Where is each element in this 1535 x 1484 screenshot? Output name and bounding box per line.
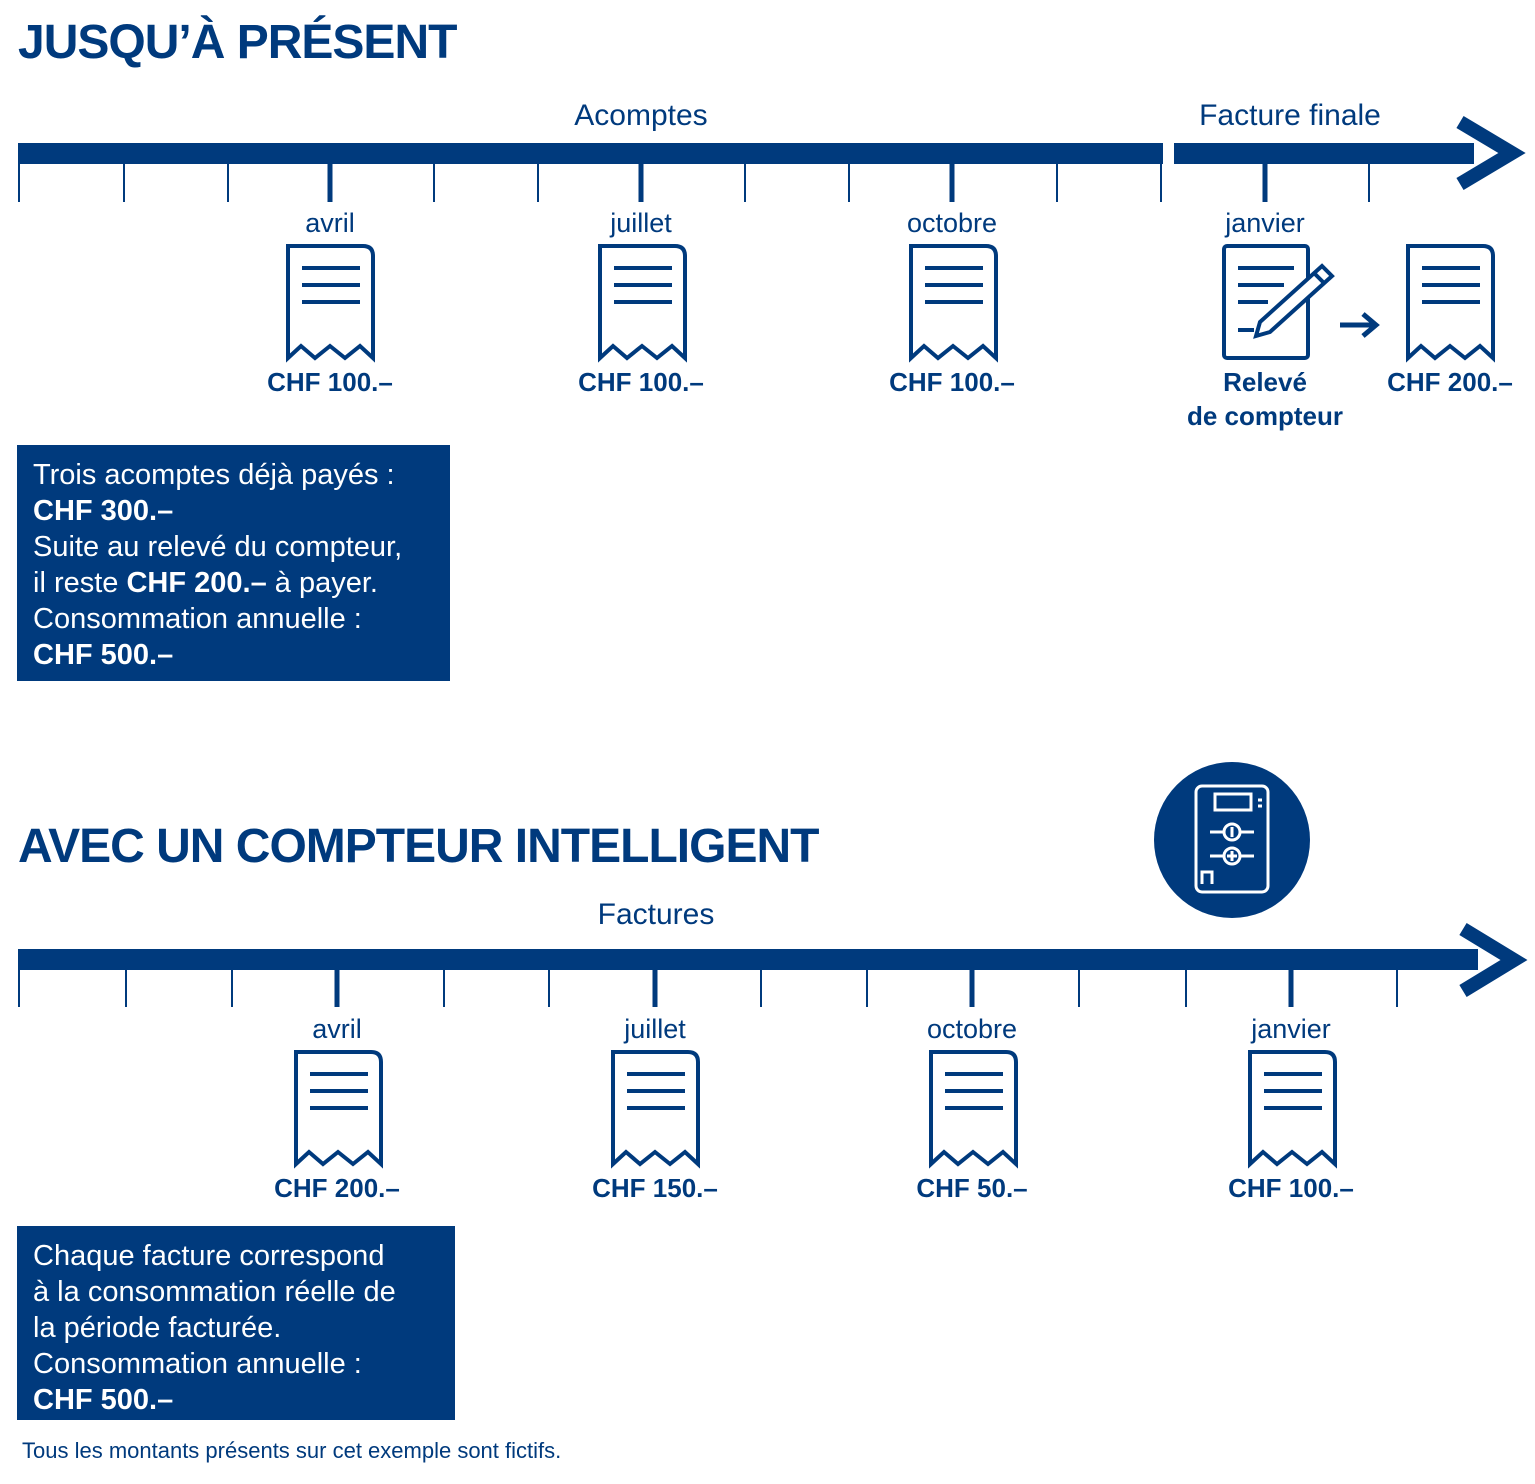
amount-label: CHF 100.– bbox=[578, 367, 704, 397]
info-line: CHF 300.– bbox=[33, 495, 174, 527]
tick-marks bbox=[18, 970, 1398, 1007]
month-label: janvier bbox=[1224, 208, 1305, 238]
arrow-right-icon bbox=[1340, 312, 1380, 338]
info-line: il reste CHF 200.– à payer. bbox=[33, 567, 378, 599]
month-label: octobre bbox=[927, 1014, 1017, 1044]
band-label-facture-finale: Facture finale bbox=[1199, 99, 1381, 132]
invoice-icon bbox=[1248, 1050, 1337, 1166]
month-label: juillet bbox=[623, 1014, 686, 1044]
invoice-icon bbox=[909, 244, 998, 360]
info-box-current: Trois acomptes déjà payés : CHF 300.– Su… bbox=[17, 445, 450, 681]
meter-reading-icon bbox=[1222, 244, 1335, 360]
month-label: janvier bbox=[1250, 1014, 1331, 1044]
timeline-bar-acomptes bbox=[18, 143, 1163, 164]
info-box-smart-meter: Chaque facture correspond à la consommat… bbox=[17, 1226, 455, 1420]
invoice-icon bbox=[929, 1050, 1018, 1166]
month-label: juillet bbox=[609, 208, 672, 238]
amount-label: CHF 200.– bbox=[274, 1173, 400, 1203]
invoice-icon bbox=[611, 1050, 700, 1166]
tick-marks bbox=[18, 164, 1370, 202]
info-line: Trois acomptes déjà payés : bbox=[33, 459, 395, 491]
amount-label: CHF 100.– bbox=[889, 367, 1015, 397]
amount-label: CHF 100.– bbox=[1228, 1173, 1354, 1203]
band-label-acomptes: Acomptes bbox=[574, 99, 707, 132]
invoice-icon bbox=[1406, 244, 1495, 360]
amount-label: CHF 50.– bbox=[916, 1173, 1027, 1203]
invoice-icon bbox=[286, 244, 375, 360]
info-line: Suite au relevé du compteur, bbox=[33, 531, 403, 563]
timeline-bar-factures bbox=[18, 949, 1478, 970]
info-line: CHF 500.– bbox=[33, 1384, 174, 1416]
info-line: Consommation annuelle : bbox=[33, 1348, 362, 1380]
section1-title: JUSQU’À PRÉSENT bbox=[18, 15, 457, 69]
arrow-head-icon bbox=[1459, 923, 1528, 997]
final-amount-label: CHF 200.– bbox=[1387, 367, 1513, 397]
section2-title: AVEC UN COMPTEUR INTELLIGENT bbox=[18, 820, 819, 873]
month-label: avril bbox=[305, 208, 355, 238]
meter-reading-label: de compteur bbox=[1187, 401, 1343, 431]
info-line: la période facturée. bbox=[33, 1312, 282, 1344]
info-line: à la consommation réelle de bbox=[33, 1276, 396, 1308]
amount-label: CHF 150.– bbox=[592, 1173, 718, 1203]
amount-label: CHF 100.– bbox=[267, 367, 393, 397]
info-line: Chaque facture correspond bbox=[33, 1240, 385, 1272]
timeline-bar-final bbox=[1174, 143, 1474, 164]
band-label-factures: Factures bbox=[598, 898, 715, 931]
arrow-head-icon bbox=[1456, 115, 1526, 191]
smart-meter-icon bbox=[1154, 762, 1310, 918]
info-line: CHF 500.– bbox=[33, 639, 174, 671]
info-line: Consommation annuelle : bbox=[33, 603, 362, 635]
month-label: avril bbox=[312, 1014, 362, 1044]
invoice-icon bbox=[294, 1050, 383, 1166]
footnote: Tous les montants présents sur cet exemp… bbox=[22, 1438, 562, 1463]
month-label: octobre bbox=[907, 208, 997, 238]
meter-reading-label: Relevé bbox=[1223, 367, 1307, 397]
invoice-icon bbox=[598, 244, 687, 360]
